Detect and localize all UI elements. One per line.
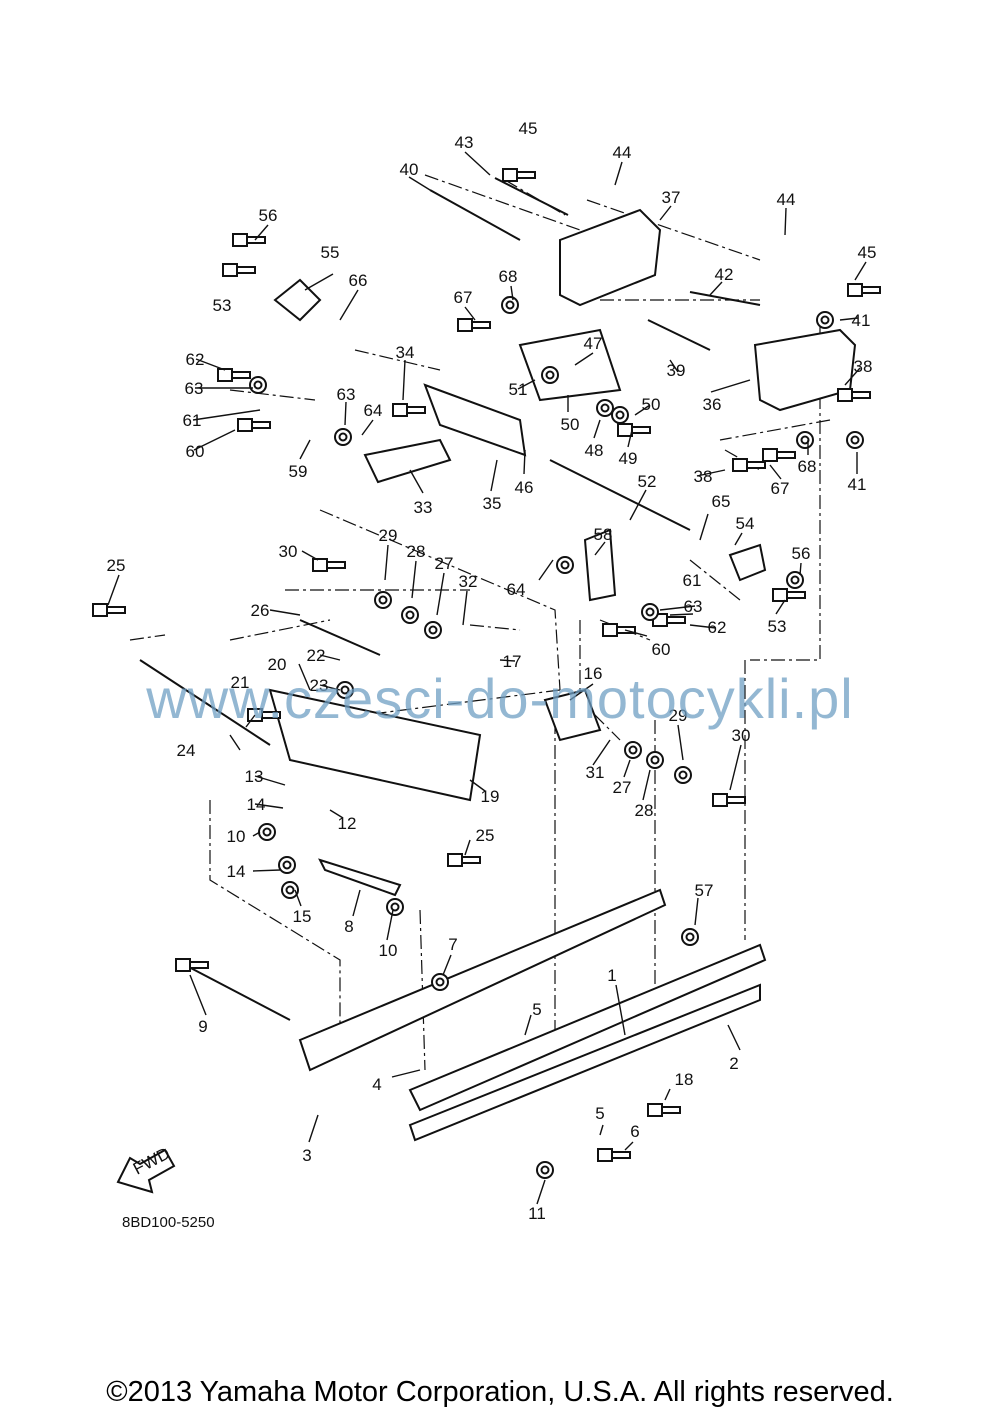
callout-number: 26 (251, 601, 270, 620)
callout-number: 36 (703, 395, 722, 414)
callout-number: 5 (532, 1000, 541, 1019)
callout-number: 60 (652, 640, 671, 659)
callout-number: 57 (695, 881, 714, 900)
callout-number: 46 (515, 478, 534, 497)
callout-number: 54 (736, 514, 755, 533)
callout-number: 34 (396, 343, 415, 362)
callout-number: 14 (227, 862, 246, 881)
callout-number: 45 (858, 243, 877, 262)
callout-number: 40 (400, 160, 419, 179)
callout-number: 63 (185, 379, 204, 398)
callout-number: 21 (231, 673, 250, 692)
callout-number: 28 (635, 801, 654, 820)
callout-number: 29 (669, 706, 688, 725)
callout-number: 16 (584, 664, 603, 683)
callout-number: 65 (712, 492, 731, 511)
callout-numbers: 1 2 3 4 5 5 6 7 8 9 10 10 11 12 13 14 14… (107, 119, 877, 1223)
callout-number: 41 (848, 475, 867, 494)
callout-number: 20 (268, 655, 287, 674)
callout-number: 51 (509, 380, 528, 399)
callout-number: 38 (694, 467, 713, 486)
callout-number: 29 (379, 526, 398, 545)
callout-number: 2 (729, 1054, 738, 1073)
callout-number: 52 (638, 472, 657, 491)
callout-number: 6 (630, 1122, 639, 1141)
callout-number: 18 (675, 1070, 694, 1089)
callout-number: 55 (321, 243, 340, 262)
callout-number: 62 (186, 350, 205, 369)
callout-number: 67 (771, 479, 790, 498)
callout-number: 15 (293, 907, 312, 926)
callout-number: 8 (344, 917, 353, 936)
callout-number: 66 (349, 271, 368, 290)
callout-number: 68 (798, 457, 817, 476)
callout-number: 42 (715, 265, 734, 284)
callout-number: 44 (777, 190, 796, 209)
callout-number: 10 (379, 941, 398, 960)
callout-number: 30 (279, 542, 298, 561)
callout-number: 33 (414, 498, 433, 517)
callout-number: 53 (213, 296, 232, 315)
callout-number: 67 (454, 288, 473, 307)
callout-number: 64 (507, 580, 526, 599)
callout-number: 61 (683, 571, 702, 590)
callout-number: 58 (594, 525, 613, 544)
callout-number: 10 (227, 827, 246, 846)
callout-number: 23 (310, 676, 329, 695)
callout-number: 38 (854, 357, 873, 376)
callout-number: 28 (407, 542, 426, 561)
callout-number: 4 (372, 1075, 381, 1094)
callout-number: 41 (852, 311, 871, 330)
callout-number: 39 (667, 361, 686, 380)
callout-number: 19 (481, 787, 500, 806)
fwd-arrow: FWD (116, 1144, 176, 1194)
callout-number: 12 (338, 814, 357, 833)
callout-number: 22 (307, 646, 326, 665)
callout-number: 53 (768, 617, 787, 636)
callout-number: 11 (528, 1204, 546, 1223)
callout-number: 24 (177, 741, 196, 760)
callout-number: 7 (448, 935, 457, 954)
callout-number: 27 (435, 554, 454, 573)
callout-number: 43 (455, 133, 474, 152)
callout-number: 5 (595, 1104, 604, 1123)
callout-number: 27 (613, 778, 632, 797)
callout-number: 44 (613, 143, 632, 162)
callout-number: 59 (289, 462, 308, 481)
callout-number: 3 (302, 1146, 311, 1165)
callout-number: 14 (247, 795, 266, 814)
callout-number: 50 (642, 395, 661, 414)
callout-number: 32 (459, 572, 478, 591)
callout-number: 56 (259, 206, 278, 225)
callout-number: 56 (792, 544, 811, 563)
callout-number: 49 (619, 449, 638, 468)
leader-lines (107, 151, 867, 1205)
callout-number: 35 (483, 494, 502, 513)
callout-number: 25 (476, 826, 495, 845)
callout-number: 68 (499, 267, 518, 286)
callout-number: 45 (519, 119, 538, 138)
callout-number: 61 (183, 411, 202, 430)
callout-number: 47 (584, 334, 603, 353)
callout-number: 13 (245, 767, 264, 786)
callout-number: 25 (107, 556, 126, 575)
callout-number: 63 (684, 597, 703, 616)
frame-assembly (139, 177, 857, 1142)
callout-number: 48 (585, 441, 604, 460)
callout-number: 17 (503, 652, 522, 671)
callout-number: 60 (186, 442, 205, 461)
callout-number: 62 (708, 618, 727, 637)
callout-number: 37 (662, 188, 681, 207)
callout-number: 63 (337, 385, 356, 404)
callout-number: 64 (364, 401, 383, 420)
callout-number: 30 (732, 726, 751, 745)
drawing-code: 8BD100-5250 (122, 1214, 215, 1231)
callout-number: 50 (561, 415, 580, 434)
callout-number: 31 (586, 763, 605, 782)
watermark: www.czesci-do-motocykli.pl (146, 667, 854, 730)
callout-number: 9 (198, 1017, 207, 1036)
callout-number: 1 (607, 966, 616, 985)
copyright-notice: ©2013 Yamaha Motor Corporation, U.S.A. A… (106, 1376, 894, 1408)
